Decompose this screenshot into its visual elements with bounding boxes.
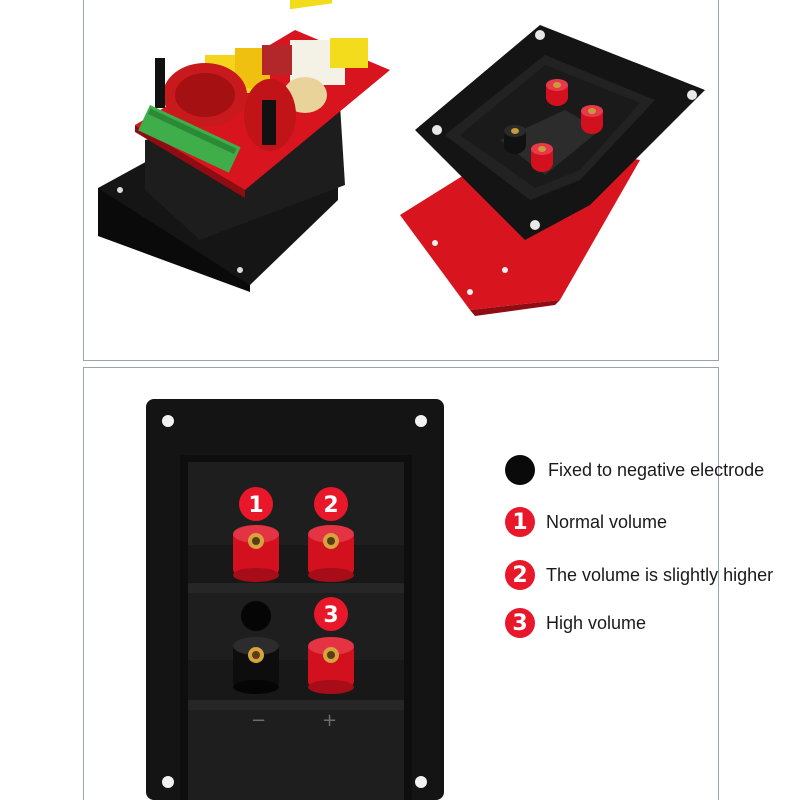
legend-item-negative: Fixed to negative electrode [505,455,764,485]
svg-text:2: 2 [323,493,338,518]
crossover-board-photo [98,0,390,292]
legend-text: The volume is slightly higher [546,564,774,585]
binding-post-2 [308,525,354,582]
legend-text: Fixed to negative electrode [548,459,765,480]
binding-post-1 [233,525,279,582]
post-badge-3: 3 [314,597,348,631]
binding-post-negative [233,601,279,694]
number-badge-icon: 1 [505,507,535,537]
svg-text:1: 1 [248,493,263,518]
terminal-plate-front [146,399,444,800]
binding-post-3 [308,637,354,694]
plus-label: + [322,710,338,731]
legend-text: High volume [546,612,647,633]
legend-item-1: 1 Normal volume [505,507,667,537]
post-badge-2: 2 [314,487,348,521]
black-dot-icon [505,455,535,485]
legend-text: Normal volume [546,511,668,532]
number-badge-icon: 3 [505,608,535,638]
minus-label: − [251,710,267,731]
legend-item-3: 3 High volume [505,608,646,638]
legend-item-2: 2 The volume is slightly higher [505,560,773,590]
svg-text:3: 3 [323,603,338,628]
post-badge-1: 1 [239,487,273,521]
terminal-cup-photo [400,25,705,316]
number-badge-icon: 2 [505,560,535,590]
